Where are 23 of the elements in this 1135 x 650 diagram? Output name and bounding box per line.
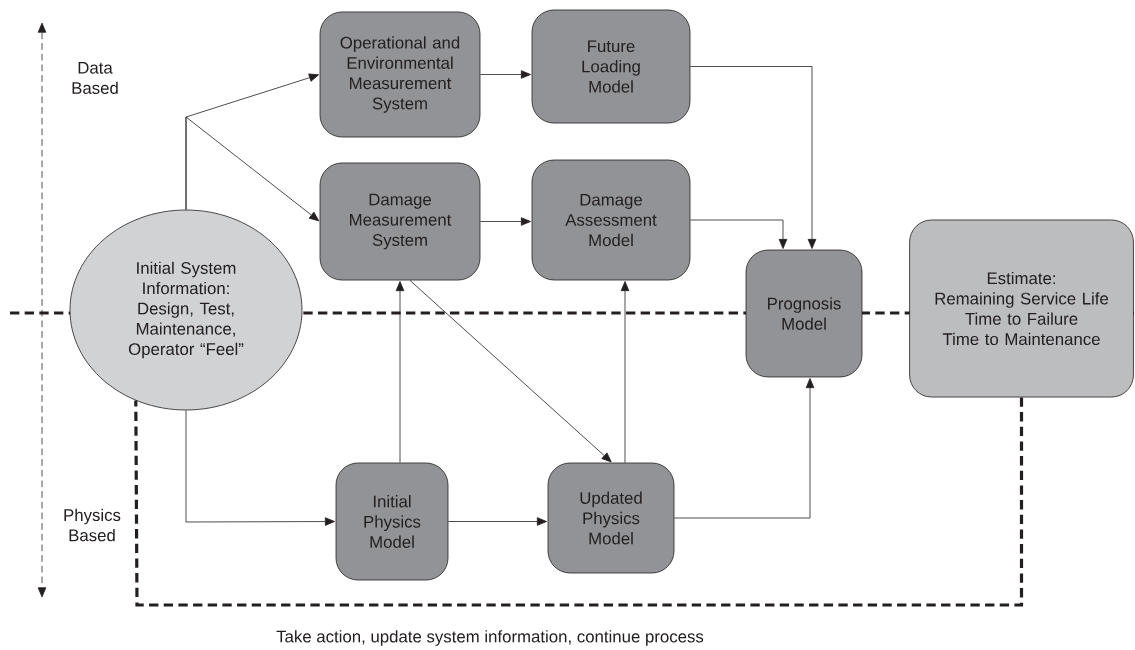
process-box: Damage Assessment Model	[531, 159, 691, 281]
process-box: Prognosis Model	[745, 249, 863, 378]
process-box: Initial Physics Model	[335, 462, 449, 581]
edge-label: Take action, update system information, continue process	[274, 628, 706, 648]
process-box: Future Loading Model	[531, 9, 691, 124]
process-box: Operational and Environmental Measurement System	[319, 11, 481, 138]
output-box: Estimate: Remaining Service Life Time to Failure Time to Maintenance	[909, 219, 1134, 398]
arrow	[409, 280, 612, 463]
arrow	[448, 517, 547, 526]
axis-label: Physics Based	[64, 508, 121, 542]
arrow	[620, 281, 630, 463]
arrow	[674, 378, 815, 519]
arrow	[480, 217, 531, 226]
arrow	[690, 66, 817, 249]
process-box: Damage Measurement System	[319, 162, 481, 281]
feedback-line	[134, 397, 1024, 607]
process-box: Updated Physics Model	[547, 462, 675, 574]
arrow	[480, 70, 531, 79]
axis-label: Data Based	[72, 62, 118, 94]
arrow	[185, 116, 320, 222]
arrow	[690, 219, 788, 249]
arrow	[185, 410, 335, 526]
arrow	[395, 281, 405, 463]
